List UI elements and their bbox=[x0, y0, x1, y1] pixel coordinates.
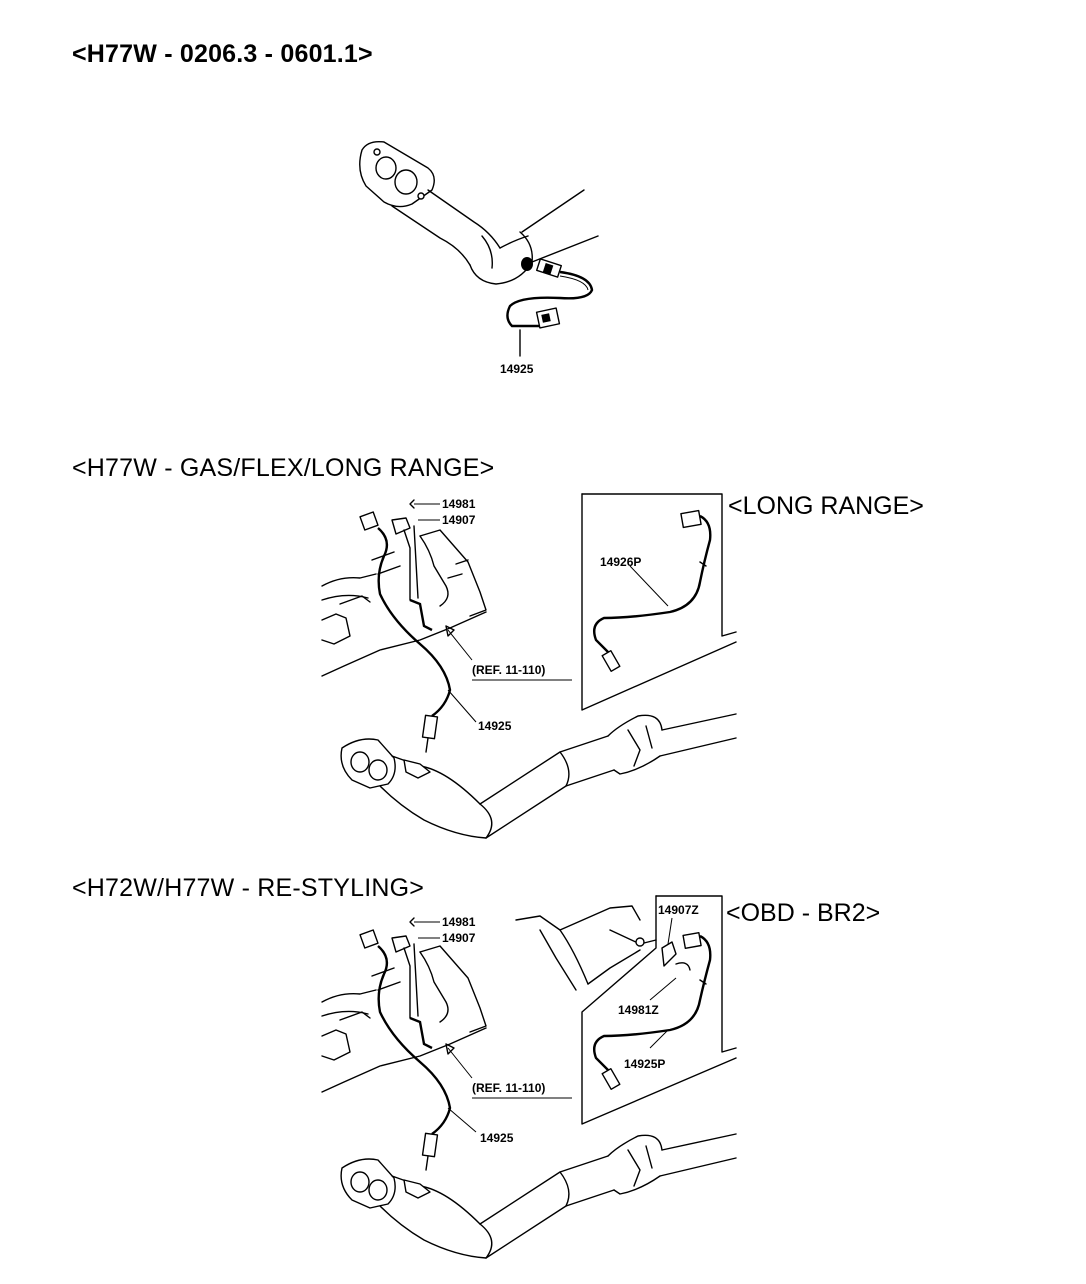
callout-14907z-s3: 14907Z bbox=[658, 903, 699, 917]
callout-14925-s1: 14925 bbox=[500, 362, 534, 376]
oxygen-sensor-1 bbox=[506, 257, 594, 357]
obd-br2-inset-title: <OBD - BR2> bbox=[726, 899, 881, 927]
exhaust-flange-1 bbox=[359, 140, 435, 208]
callout-14981-s3: 14981 bbox=[442, 915, 476, 929]
inset-obd-br2: 14907Z 14981Z 14925P bbox=[581, 895, 737, 1125]
section-2-illustration: 14981 14907 (REF. 11-110) 14925 bbox=[321, 493, 737, 839]
engine-block-2 bbox=[321, 529, 487, 677]
callout-14925-s3: 14925 bbox=[480, 1131, 514, 1145]
callout-leaders-3 bbox=[409, 917, 572, 1133]
long-range-inset-title: <LONG RANGE> bbox=[728, 492, 924, 520]
callout-14981-s2: 14981 bbox=[442, 497, 476, 511]
front-exhaust-pipe-1 bbox=[391, 189, 599, 285]
front-exhaust-pipe-2 bbox=[340, 713, 737, 839]
callout-14981z-s3: 14981Z bbox=[618, 1003, 659, 1017]
callout-14926p-s2: 14926P bbox=[600, 555, 641, 569]
section-3-title: <H72W/H77W - RE-STYLING> bbox=[72, 874, 425, 902]
callout-14907-s2: 14907 bbox=[442, 513, 476, 527]
callout-ref-s3: (REF. 11-110) bbox=[472, 1081, 545, 1095]
transmission-3 bbox=[515, 905, 657, 991]
section-2-title: <H77W - GAS/FLEX/LONG RANGE> bbox=[72, 454, 495, 482]
callout-leaders-2 bbox=[409, 499, 572, 723]
section-1-title: <H77W - 0206.3 - 0601.1> bbox=[72, 40, 373, 68]
callout-14925-s2: 14925 bbox=[478, 719, 512, 733]
callout-ref-s2: (REF. 11-110) bbox=[472, 663, 545, 677]
sensor-wire-2 bbox=[359, 511, 452, 753]
section-3-illustration: 14981 14907 (REF. 11-110) 14925 bbox=[321, 895, 737, 1259]
engine-block-3 bbox=[321, 945, 487, 1093]
section-1-illustration: 14925 bbox=[359, 140, 599, 376]
callout-14907-s3: 14907 bbox=[442, 931, 476, 945]
callout-14925p-s3: 14925P bbox=[624, 1057, 665, 1071]
front-exhaust-pipe-3 bbox=[340, 1133, 737, 1259]
inset-long-range: 14926P bbox=[581, 493, 737, 711]
sensor-wire-3 bbox=[359, 929, 452, 1171]
